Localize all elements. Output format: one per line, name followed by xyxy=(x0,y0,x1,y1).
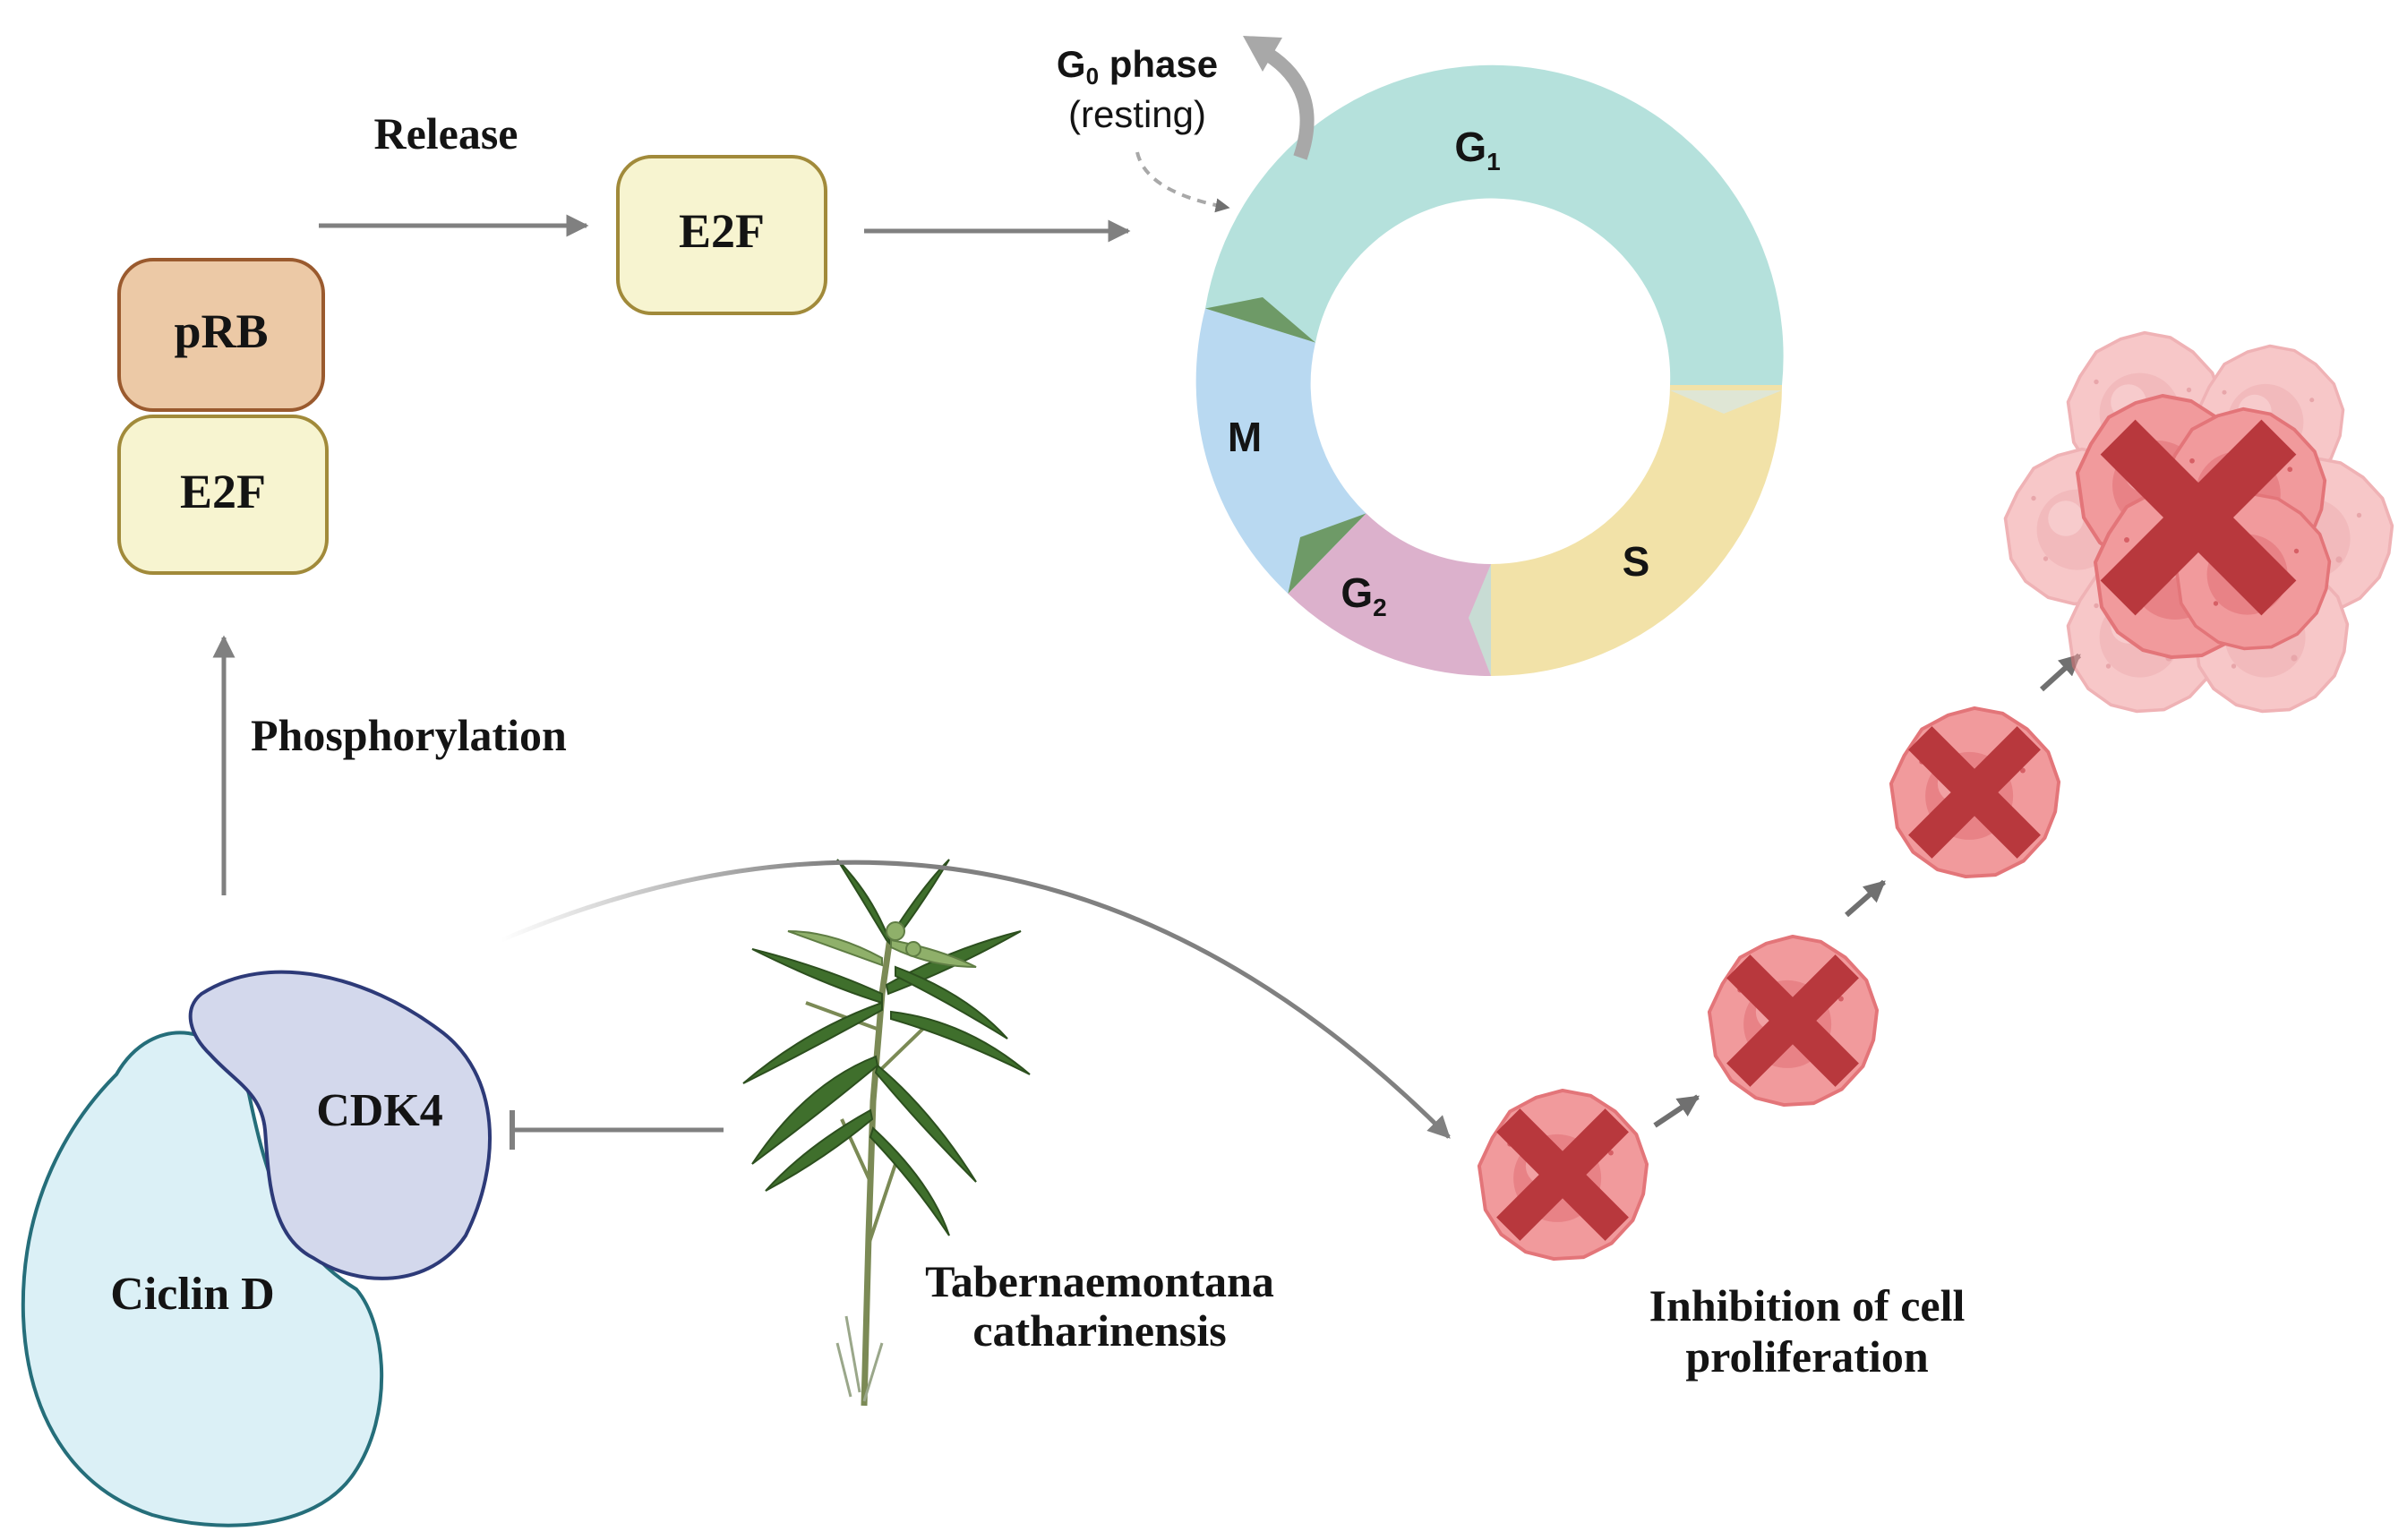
g0-label: G0 phase xyxy=(1057,43,1218,90)
prb-label: pRB xyxy=(174,304,268,358)
inhibition-arrow-icon xyxy=(510,1110,724,1150)
g1-segment xyxy=(1205,64,1784,385)
e2f-free-label: E2F xyxy=(679,204,765,258)
prb-e2f-complex: pRB E2F xyxy=(117,258,329,575)
ciclin-d-label: Ciclin D xyxy=(110,1269,274,1320)
cell-cycle-ring: G1 S G2 M xyxy=(1195,64,1784,676)
plant-illustration xyxy=(742,859,1031,1407)
cancer-cell-icon xyxy=(1889,706,2061,879)
s-g2-transition xyxy=(1469,564,1491,676)
release-label: Release xyxy=(373,108,518,158)
curved-arrow-to-cells xyxy=(501,860,1451,1139)
s-segment xyxy=(1491,385,1782,676)
m-label: M xyxy=(1228,414,1262,460)
phosphorylation-label: Phosphorylation xyxy=(251,710,567,760)
cell-arrow-1 xyxy=(1653,1094,1700,1128)
g2-m-checkpoint xyxy=(1288,513,1366,594)
g1-label: G1 xyxy=(1454,124,1500,175)
cancer-cell-icon xyxy=(1707,934,1880,1108)
g1-s-transition xyxy=(1670,390,1782,414)
inhibition-label: Inhibition of cell xyxy=(1649,1280,1966,1330)
g0-phase: G0 phase (resting) xyxy=(1057,36,1315,213)
plant-label: Tabernaemontana xyxy=(925,1256,1274,1306)
g2-label: G2 xyxy=(1341,569,1386,621)
inhibition-label-line2: proliferation xyxy=(1685,1331,1928,1382)
prb-box xyxy=(117,258,325,412)
cdk4-shape xyxy=(188,970,492,1280)
e2f-free-box xyxy=(616,155,827,315)
cdk4-label: CDK4 xyxy=(316,1085,443,1136)
cyclin-cdk4-complex: CDK4 Ciclin D xyxy=(21,970,492,1527)
e2f-bound-label: E2F xyxy=(180,465,266,518)
inhibited-cells xyxy=(1477,330,2394,1262)
g0-exit-arrow xyxy=(1263,47,1315,160)
g2-segment xyxy=(1288,513,1491,676)
g0-entry-arrow xyxy=(1135,151,1230,213)
cell-arrow-2 xyxy=(1845,879,1886,918)
plant-label-line2: catharinensis xyxy=(972,1305,1226,1356)
m-segment xyxy=(1195,308,1366,594)
g0-note: (resting) xyxy=(1068,93,1206,135)
g0-exit-arrowhead xyxy=(1243,36,1282,72)
e2f-bound-box xyxy=(117,415,329,575)
m-g1-checkpoint xyxy=(1205,297,1315,343)
tumor-cluster-icon xyxy=(2003,330,2394,714)
s-label: S xyxy=(1623,538,1650,585)
cancer-cell-icon xyxy=(1477,1088,1649,1262)
